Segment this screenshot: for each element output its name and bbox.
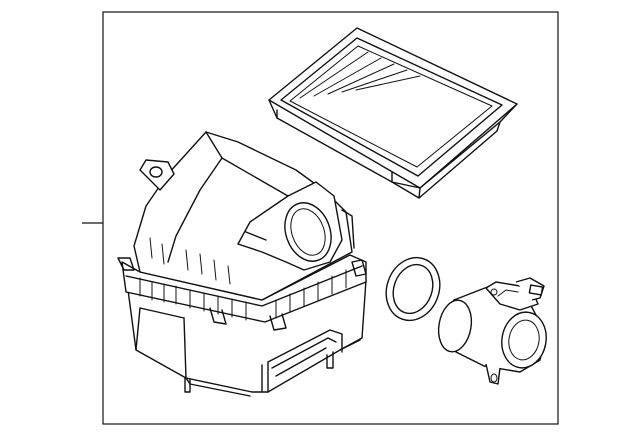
air-cleaner-assembly[interactable] — [117, 131, 367, 397]
air-filter-element[interactable] — [268, 27, 518, 199]
seal-ring[interactable] — [378, 250, 449, 328]
mass-air-flow-sensor[interactable] — [435, 277, 551, 385]
callout-frame — [82, 11, 559, 425]
